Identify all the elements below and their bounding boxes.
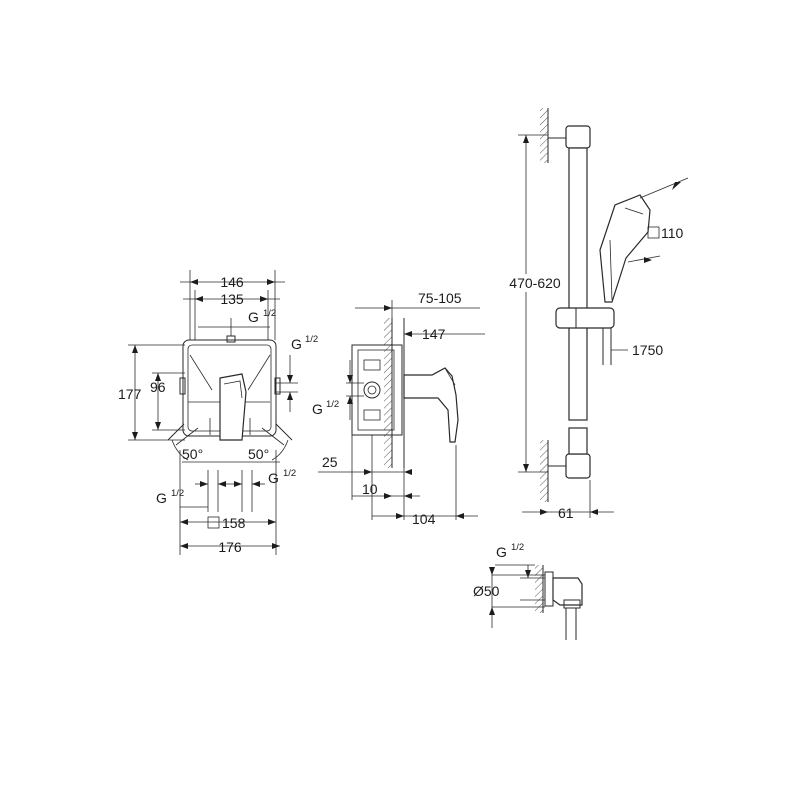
dim-104: 104 bbox=[412, 511, 436, 527]
thread-bottom-right-frac: 1/2 bbox=[283, 468, 296, 479]
dim-dia-50: Ø50 bbox=[473, 583, 500, 599]
angle-left: 50° bbox=[182, 446, 203, 462]
square-icon bbox=[207, 516, 220, 529]
dim-158: 158 bbox=[222, 515, 246, 531]
dim-61: 61 bbox=[558, 505, 574, 521]
wall-elbow-view: G 1/2 Ø50 bbox=[473, 542, 583, 640]
side-thread-frac: 1/2 bbox=[326, 399, 339, 410]
dim-110: 110 bbox=[661, 225, 684, 241]
front-view: 146 135 G 1/2 bbox=[118, 270, 318, 555]
thread-bottom-left-g: G bbox=[156, 490, 167, 506]
thread-right-g: G bbox=[291, 336, 302, 352]
elbow-thread-g: G bbox=[496, 544, 507, 560]
dim-470-620: 470-620 bbox=[509, 275, 561, 291]
dim-25: 25 bbox=[322, 454, 338, 470]
side-view: 75-105 147 G 1/2 25 10 104 bbox=[312, 290, 485, 527]
elbow-thread-frac: 1/2 bbox=[511, 542, 524, 553]
side-thread-g: G bbox=[312, 401, 323, 417]
dim-75-105: 75-105 bbox=[418, 290, 462, 306]
thread-top-g: G bbox=[248, 309, 259, 325]
angle-right: 50° bbox=[248, 446, 269, 462]
thread-right-frac: 1/2 bbox=[305, 334, 318, 345]
dim-177: 177 bbox=[118, 386, 142, 402]
dim-146: 146 bbox=[220, 274, 244, 290]
dim-135: 135 bbox=[220, 291, 244, 307]
dim-10: 10 bbox=[362, 481, 378, 497]
thread-top-frac: 1/2 bbox=[263, 308, 276, 319]
thread-bottom-left-frac: 1/2 bbox=[171, 488, 184, 499]
dim-176: 176 bbox=[218, 539, 242, 555]
thread-bottom-right-g: G bbox=[268, 470, 279, 486]
dim-96: 96 bbox=[150, 379, 166, 395]
dim-147: 147 bbox=[422, 326, 446, 342]
dim-1750: 1750 bbox=[632, 342, 663, 358]
shower-rail-view: 470-620 110 1750 61 bbox=[505, 108, 689, 521]
square-icon bbox=[647, 226, 660, 239]
